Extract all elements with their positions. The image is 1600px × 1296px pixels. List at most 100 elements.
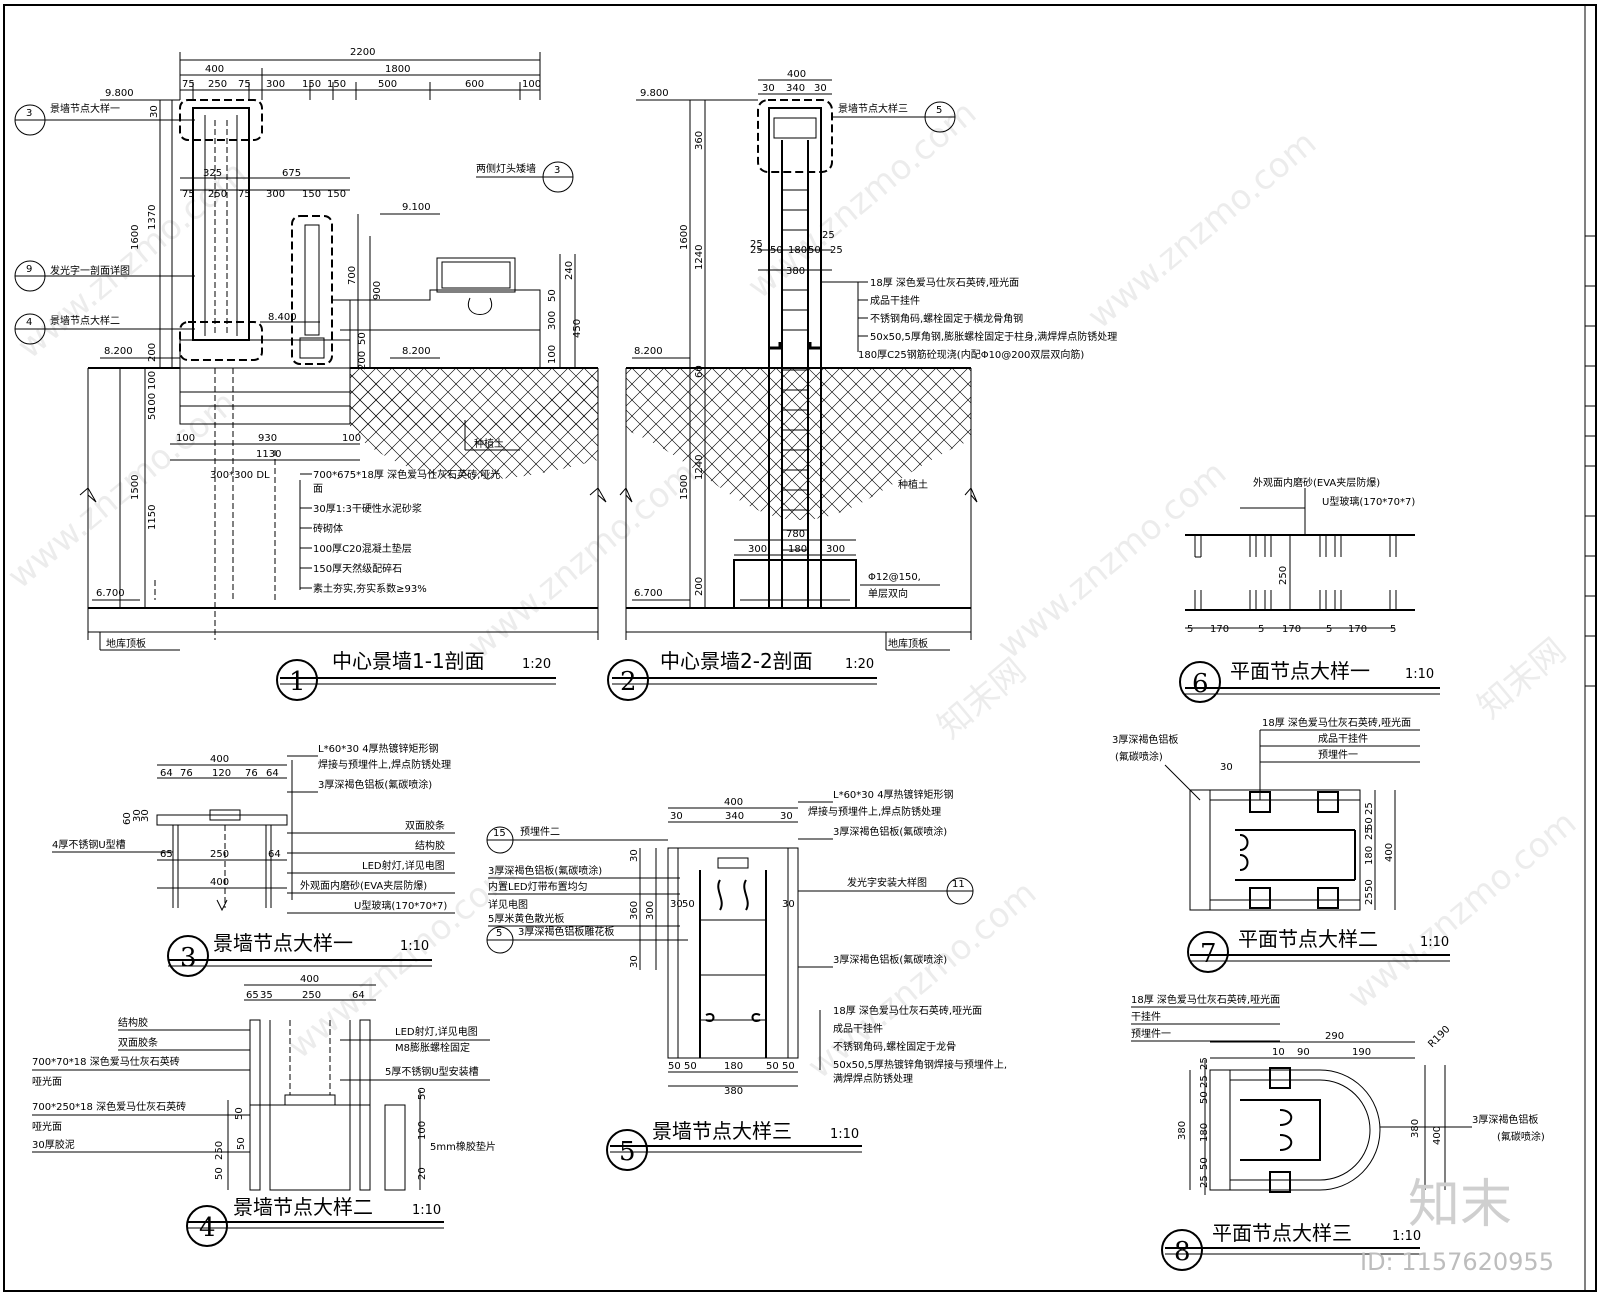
ref-bubble-15: 15 预埋件二 (486, 826, 668, 854)
svg-text:1800: 1800 (385, 64, 410, 75)
svg-text:预埋件二: 预埋件二 (520, 826, 560, 838)
svg-text:6: 6 (1192, 669, 1209, 699)
svg-text:1240: 1240 (694, 245, 705, 270)
plan-detail-2: 30 25 50 25 180 50 25 400 18厚 深色爱马仕灰石英砖,… (1112, 716, 1450, 973)
svg-text:20: 20 (417, 1167, 428, 1180)
svg-text:1130: 1130 (256, 449, 281, 460)
ref-bubble-lamp-wall: 3 两侧灯头矮墙 (476, 161, 574, 193)
svg-text:30: 30 (670, 811, 683, 822)
title-block-ticks (1585, 235, 1596, 687)
svg-text:60: 60 (694, 365, 705, 378)
svg-text:www.znzmo.com: www.znzmo.com (10, 153, 254, 367)
svg-text:30厚1:3干硬性水泥砂浆: 30厚1:3干硬性水泥砂浆 (313, 502, 422, 515)
svg-text:200: 200 (694, 577, 705, 596)
svg-text:300: 300 (748, 544, 767, 555)
svg-text:发光字一剖面详图: 发光字一剖面详图 (50, 264, 130, 277)
svg-text:5: 5 (936, 105, 942, 116)
svg-text:30: 30 (140, 809, 151, 822)
svg-text:150: 150 (327, 189, 346, 200)
svg-text:50: 50 (236, 1137, 247, 1150)
svg-text:单层双向: 单层双向 (868, 587, 908, 600)
svg-text:300: 300 (645, 901, 656, 920)
svg-text:30: 30 (782, 899, 795, 910)
svg-text:不锈钢角码,螺栓固定于龙骨: 不锈钢角码,螺栓固定于龙骨 (833, 1040, 956, 1053)
svg-text:50: 50 (1364, 879, 1375, 892)
svg-text:64: 64 (266, 768, 279, 779)
title-5: 5 景墙节点大样三 1:10 (606, 1119, 862, 1171)
svg-text:平面节点大样一: 平面节点大样一 (1230, 659, 1370, 683)
svg-text:700: 700 (347, 266, 358, 285)
svg-text:675: 675 (282, 168, 301, 179)
svg-text:400: 400 (787, 69, 806, 80)
svg-text:10: 10 (1272, 1047, 1285, 1058)
svg-text:340: 340 (786, 83, 805, 94)
svg-text:50: 50 (147, 407, 158, 420)
title-6: 6 平面节点大样一 1:10 (1179, 659, 1440, 703)
svg-text:50x50,5厚热镀锌角钢焊接与预埋件上,: 50x50,5厚热镀锌角钢焊接与预埋件上, (833, 1058, 1007, 1071)
svg-text:结构胶: 结构胶 (118, 1016, 148, 1029)
ref-bubble-4: 4 景墙节点大样二 (14, 313, 195, 345)
svg-text:www.znzmo.com: www.znzmo.com (740, 93, 984, 307)
title-7: 7 平面节点大样二 1:10 (1187, 927, 1450, 973)
svg-text:25: 25 (1364, 892, 1375, 905)
svg-text:100: 100 (547, 345, 558, 364)
svg-text:LED射灯,详见电图: LED射灯,详见电图 (395, 1025, 478, 1038)
svg-text:25: 25 (1364, 802, 1375, 815)
title-8: 8 平面节点大样三 1:10 (1161, 1221, 1421, 1271)
svg-text:76: 76 (180, 768, 193, 779)
svg-text:3: 3 (554, 165, 560, 176)
svg-text:360: 360 (694, 131, 705, 150)
svg-text:5mm橡胶垫片: 5mm橡胶垫片 (430, 1140, 496, 1153)
svg-text:外观面内磨砂(EVA夹层防爆): 外观面内磨砂(EVA夹层防爆) (1253, 476, 1380, 489)
svg-text:30: 30 (814, 83, 827, 94)
svg-text:双面胶条: 双面胶条 (118, 1036, 158, 1049)
section-2-2: 400 30 340 30 25 25 50 180 50 25 25 380 … (607, 69, 1117, 701)
svg-text:180: 180 (788, 245, 807, 256)
svg-text:180: 180 (788, 544, 807, 555)
svg-text:9.800: 9.800 (640, 88, 669, 99)
svg-text:18厚 深色爱马仕灰石英砖,哑光面: 18厚 深色爱马仕灰石英砖,哑光面 (1262, 716, 1411, 729)
svg-text:面: 面 (313, 484, 323, 495)
plan-detail-3: 290 10 90 190 R190 25 25 50 180 50 25 38… (1131, 993, 1545, 1271)
svg-text:65: 65 (246, 990, 259, 1001)
s2-notes: 18厚 深色爱马仕灰石英砖,哑光面 成品干挂件 不锈钢角码,螺栓固定于横龙骨角钢… (820, 276, 1117, 651)
svg-text:100: 100 (176, 433, 195, 444)
svg-text:www.znzmo.com: www.znzmo.com (0, 383, 244, 597)
svg-text:景墙节点大样一: 景墙节点大样一 (213, 931, 353, 955)
svg-text:300: 300 (826, 544, 845, 555)
svg-text:2: 2 (620, 667, 637, 697)
svg-text:6.700: 6.700 (634, 588, 663, 599)
svg-text:景墙节点大样二: 景墙节点大样二 (233, 1195, 373, 1219)
svg-text:L*60*30 4厚热镀锌矩形钢: L*60*30 4厚热镀锌矩形钢 (318, 742, 439, 755)
svg-text:30: 30 (762, 83, 775, 94)
svg-text:平面节点大样三: 平面节点大样三 (1212, 1221, 1352, 1245)
svg-text:180: 180 (724, 1061, 743, 1072)
svg-text:www.znzmo.com: www.znzmo.com (1340, 803, 1584, 1017)
svg-text:3: 3 (26, 108, 32, 119)
svg-text:M8膨胀螺栓固定: M8膨胀螺栓固定 (395, 1041, 470, 1054)
svg-text:35: 35 (260, 990, 273, 1001)
plan-detail-1: 外观面内磨砂(EVA夹层防爆) U型玻璃(170*70*7) 250 5 170… (1179, 476, 1440, 703)
svg-text:5: 5 (496, 928, 502, 939)
svg-text:380: 380 (1177, 1121, 1188, 1140)
svg-text:400: 400 (210, 754, 229, 765)
svg-text:400: 400 (1432, 1126, 1443, 1145)
svg-text:100厚C20混凝土垫层: 100厚C20混凝土垫层 (313, 542, 412, 555)
svg-text:290: 290 (1325, 1031, 1344, 1042)
svg-text:50: 50 (668, 1061, 681, 1072)
svg-text:780: 780 (786, 529, 805, 540)
svg-text:380: 380 (724, 1086, 743, 1097)
svg-text:360: 360 (629, 901, 640, 920)
svg-text:930: 930 (258, 433, 277, 444)
svg-text:340: 340 (725, 811, 744, 822)
svg-text:25: 25 (830, 245, 843, 256)
svg-text:R190: R190 (1426, 1024, 1452, 1050)
svg-text:18厚 深色爱马仕灰石英砖,哑光面: 18厚 深色爱马仕灰石英砖,哑光面 (833, 1004, 982, 1017)
svg-text:景墙节点大样三: 景墙节点大样三 (838, 102, 908, 115)
svg-text:30: 30 (629, 955, 640, 968)
svg-text:30厚胶泥: 30厚胶泥 (32, 1138, 75, 1151)
svg-text:知末网: 知末网 (930, 651, 1034, 747)
svg-text:中心景墙1-1剖面: 中心景墙1-1剖面 (332, 649, 485, 673)
svg-text:预埋件一: 预埋件一 (1131, 1028, 1171, 1040)
